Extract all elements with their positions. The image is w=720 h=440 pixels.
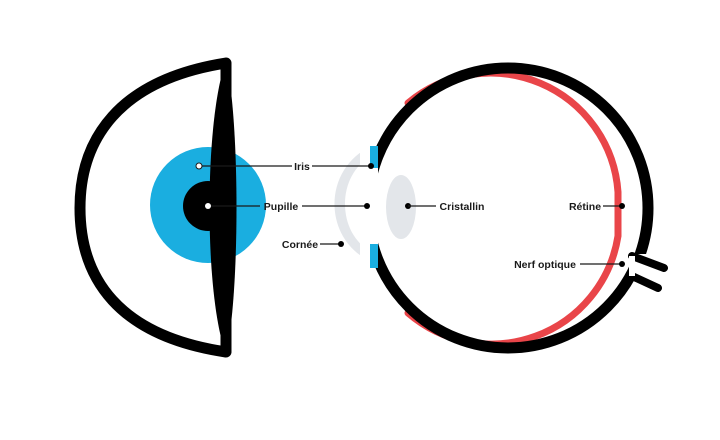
iris-band-lower [370, 244, 378, 268]
label-iris: Iris [294, 161, 310, 173]
label-pupille: Pupille [264, 201, 299, 213]
eyeball-body [368, 68, 648, 348]
iris-leader-dot-right [368, 163, 374, 169]
retine-leader-dot [619, 203, 625, 209]
optic-nerve-upper-edge [628, 252, 668, 272]
front-eye-view [74, 57, 266, 358]
label-cristallin: Cristallin [440, 201, 485, 213]
cornee-leader-dot [338, 241, 344, 247]
pupille-leader-dot-right [364, 203, 370, 209]
cornea-shape [334, 146, 372, 262]
label-retine: Rétine [569, 201, 601, 213]
lens-shape [386, 175, 416, 239]
iris-band-upper [370, 146, 378, 168]
iris-leader-dot [195, 162, 203, 170]
label-cornee: Cornée [282, 239, 318, 251]
nerf-optique-leader-dot [619, 261, 625, 267]
annotations: Iris Pupille Cornée Cristallin Rétine Ne… [195, 161, 625, 271]
front-eye-edge [209, 61, 237, 354]
optic-nerve-lower-edge [628, 272, 662, 292]
pupille-leader-dot [205, 203, 211, 209]
eye-cross-section [334, 62, 670, 354]
label-nerf-optique: Nerf optique [514, 259, 576, 271]
optic-nerve [628, 252, 670, 292]
